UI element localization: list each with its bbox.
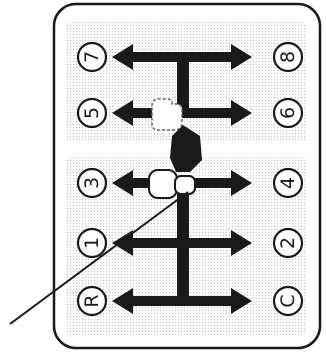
leader-line [9,191,189,325]
lower-shift-gate [177,180,189,304]
gear-R-badge: R [76,285,108,317]
gear-8-label: 8 [277,51,299,63]
gear-5-badge: 5 [76,97,108,129]
gear-1-label: 1 [81,237,103,249]
gear-R-label: R [81,294,103,307]
gear-3-badge: 3 [76,167,108,199]
gear-4-badge: 4 [272,167,304,199]
gear-3-label: 3 [81,177,103,189]
neutral-block [170,125,202,172]
gear-1-badge: 1 [76,227,108,259]
gear-6-label: 6 [277,107,299,119]
gear-7-label: 7 [81,51,103,63]
gear-C-label: C [277,294,299,307]
gear-2-label: 2 [277,237,299,249]
gear-5-label: 5 [81,107,103,119]
ghost-lever-knob [151,98,183,131]
gear-8-badge: 8 [272,41,304,73]
gear-2-badge: 2 [272,227,304,259]
gear-C-badge: C [272,285,304,317]
gear-7-badge: 7 [76,41,108,73]
upper-shift-gate [177,56,189,118]
gear-4-label: 4 [277,177,299,189]
gear-6-badge: 6 [272,97,304,129]
